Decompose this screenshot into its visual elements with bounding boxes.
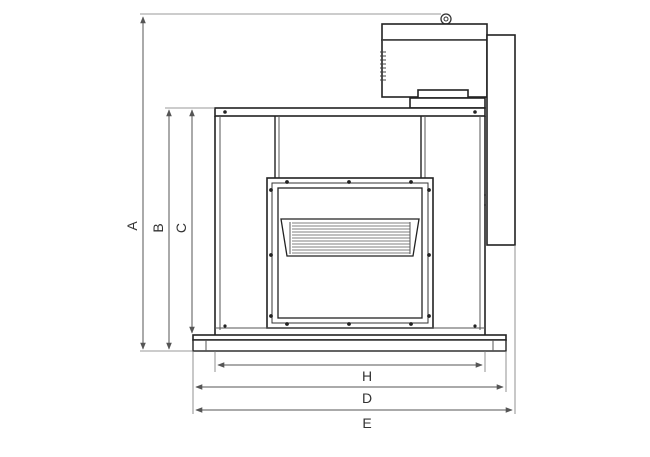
dimension-label-C: C [173,223,189,233]
dimension-A: A [124,16,146,350]
dimension-D: D [195,384,504,406]
dimension-label-B: B [150,223,166,232]
dimension-H: H [217,362,483,384]
dimension-B: B [150,109,172,350]
dimension-label-H: H [362,368,372,384]
dimension-C: C [173,109,195,334]
control-box [484,34,516,246]
fan-wheel [280,218,420,257]
extension-lines [140,13,516,414]
base [192,324,507,352]
motor [380,13,488,109]
dimension-label-A: A [124,221,140,231]
dimension-label-D: D [362,390,372,406]
housing [214,107,486,335]
dimension-label-E: E [362,415,371,431]
dimension-E: E [195,407,513,431]
